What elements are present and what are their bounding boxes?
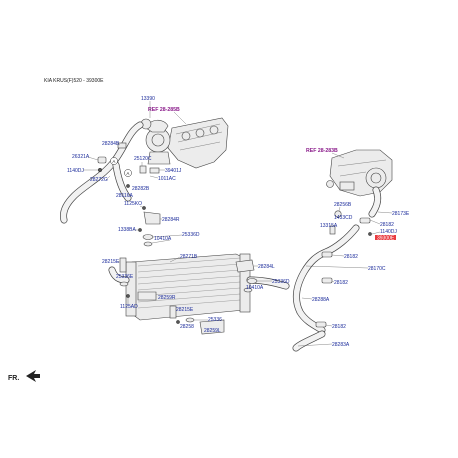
callout-1338ba[interactable]: 1338BA (118, 227, 136, 233)
sensor-39401j[interactable] (149, 167, 160, 174)
turbo-outlet-hose[interactable] (60, 121, 144, 224)
clamp-28182-c[interactable] (321, 277, 333, 284)
grommet-25336d-b[interactable] (246, 278, 258, 284)
clamp-28182-b[interactable] (321, 251, 333, 258)
svg-text:A: A (112, 159, 115, 164)
bracket-28284r[interactable] (143, 211, 161, 225)
callout-1011ac[interactable]: 1011AC (158, 176, 176, 182)
grommet-25336e[interactable] (119, 281, 129, 287)
bracket-28215e-a[interactable] (119, 257, 127, 273)
callout-39300e[interactable]: 39300E (377, 236, 395, 242)
callout-13390[interactable]: 13390 (141, 96, 155, 102)
bolt-13315a[interactable] (329, 225, 336, 235)
callout-28256b[interactable]: 28256B (334, 202, 352, 208)
callout-39401j[interactable]: 39401J (165, 168, 182, 174)
intake-hose-lower[interactable] (292, 330, 326, 352)
callout-25336d-b[interactable]: 25336D (272, 279, 290, 285)
callout-1125ad[interactable]: 1125AD (120, 304, 138, 310)
bolt-1140dj-a[interactable] (97, 167, 103, 173)
callout-1140dj-a[interactable]: 1140DJ (67, 168, 84, 174)
bolt-28258[interactable] (176, 320, 180, 324)
intake-hose-right[interactable] (293, 224, 360, 334)
bracket-28259l[interactable] (199, 319, 225, 335)
marker-a-2: A (124, 169, 132, 177)
intercooler-left-hose[interactable] (108, 266, 130, 284)
callout-10410a-a[interactable]: 10410A (154, 236, 172, 242)
bracket-28259r[interactable] (137, 291, 157, 301)
callout-28284l[interactable]: 28284L (258, 264, 275, 270)
grommet-10410a-b[interactable] (243, 287, 253, 293)
sensor-28256b[interactable] (334, 210, 342, 218)
ref-28-283b[interactable]: REF 28-283B (306, 148, 338, 154)
front-label: FR. (8, 375, 19, 382)
exhaust-manifold[interactable] (167, 117, 229, 169)
callout-25336[interactable]: 25336 (208, 317, 222, 323)
bolt-1125ad[interactable] (126, 294, 130, 298)
callout-28182-c[interactable]: 28182 (334, 280, 348, 286)
callout-28284b[interactable]: 28284B (102, 141, 120, 147)
callout-28283a[interactable]: 28283A (332, 342, 350, 348)
callout-28259l[interactable]: 28259L (204, 328, 221, 334)
intake-hose-upper[interactable] (368, 186, 382, 218)
marker-a-1: A (110, 157, 118, 165)
callout-28259r[interactable]: 28259R (158, 295, 176, 301)
callout-1433cd[interactable]: 1433CD (334, 215, 353, 221)
grommet-25336[interactable] (185, 317, 195, 323)
bolt-28282b[interactable] (126, 184, 130, 188)
callout-1125ko[interactable]: 1125KO (124, 201, 142, 207)
clamp-26321a[interactable] (97, 156, 107, 164)
grommet-25336d-a[interactable] (142, 234, 154, 240)
callout-28271b[interactable]: 28271B (180, 254, 198, 260)
callout-28258[interactable]: 28258 (180, 324, 194, 330)
callout-28282b[interactable]: 28282B (132, 186, 150, 192)
bracket-28284l[interactable] (235, 259, 255, 273)
bracket-28215e-b[interactable] (169, 305, 177, 319)
callout-25336d[interactable]: 25336D (182, 232, 200, 238)
intercooler[interactable] (125, 253, 251, 321)
callout-28170c[interactable]: 28170C (368, 266, 386, 272)
callout-28215e-a[interactable]: 28215E (102, 259, 120, 265)
callout-28173e[interactable]: 28173E (392, 211, 410, 217)
callout-25120c[interactable]: 25120C (134, 156, 152, 162)
callout-28272g[interactable]: 28272G (90, 177, 108, 183)
clamp-28182-a[interactable] (359, 217, 371, 224)
front-arrow-icon (26, 370, 40, 382)
diagram-title: KIA KRUS(F)520 - 39300E (44, 78, 104, 84)
callout-28182-a[interactable]: 28182 (380, 222, 394, 228)
callout-13315a[interactable]: 13315A (320, 223, 338, 229)
callout-26321a[interactable]: 26321A (72, 154, 90, 160)
bolt-1140dj-b[interactable] (368, 232, 372, 236)
callout-10410a-b[interactable]: 10410A (246, 285, 264, 291)
callout-28182-b[interactable]: 28182 (344, 254, 358, 260)
highlight-39300e[interactable] (375, 235, 396, 240)
turbocharger[interactable] (140, 118, 171, 165)
callout-1140dj-b[interactable]: 1140DJ (380, 229, 397, 235)
callout-28116a[interactable]: 28116A (116, 193, 134, 199)
grommet-10410a-a[interactable] (143, 241, 153, 247)
intake-manifold[interactable] (326, 149, 393, 197)
sensor-25120c[interactable] (139, 165, 147, 174)
callout-28215e-b[interactable]: 28215E (176, 307, 194, 313)
ref-28-285b[interactable]: REF 28-285B (148, 107, 180, 113)
upper-pipe[interactable] (112, 161, 132, 202)
svg-text:A: A (126, 171, 129, 176)
front-orientation: FR. (8, 370, 40, 382)
callout-25336e[interactable]: 25336E (116, 274, 134, 280)
clamp-28182-d[interactable] (315, 321, 327, 328)
clamp-28284b[interactable] (117, 142, 127, 149)
callout-28182-d[interactable]: 28182 (332, 324, 346, 330)
callout-28284r[interactable]: 28284R (162, 217, 180, 223)
callout-28288a[interactable]: 28288A (312, 297, 330, 303)
